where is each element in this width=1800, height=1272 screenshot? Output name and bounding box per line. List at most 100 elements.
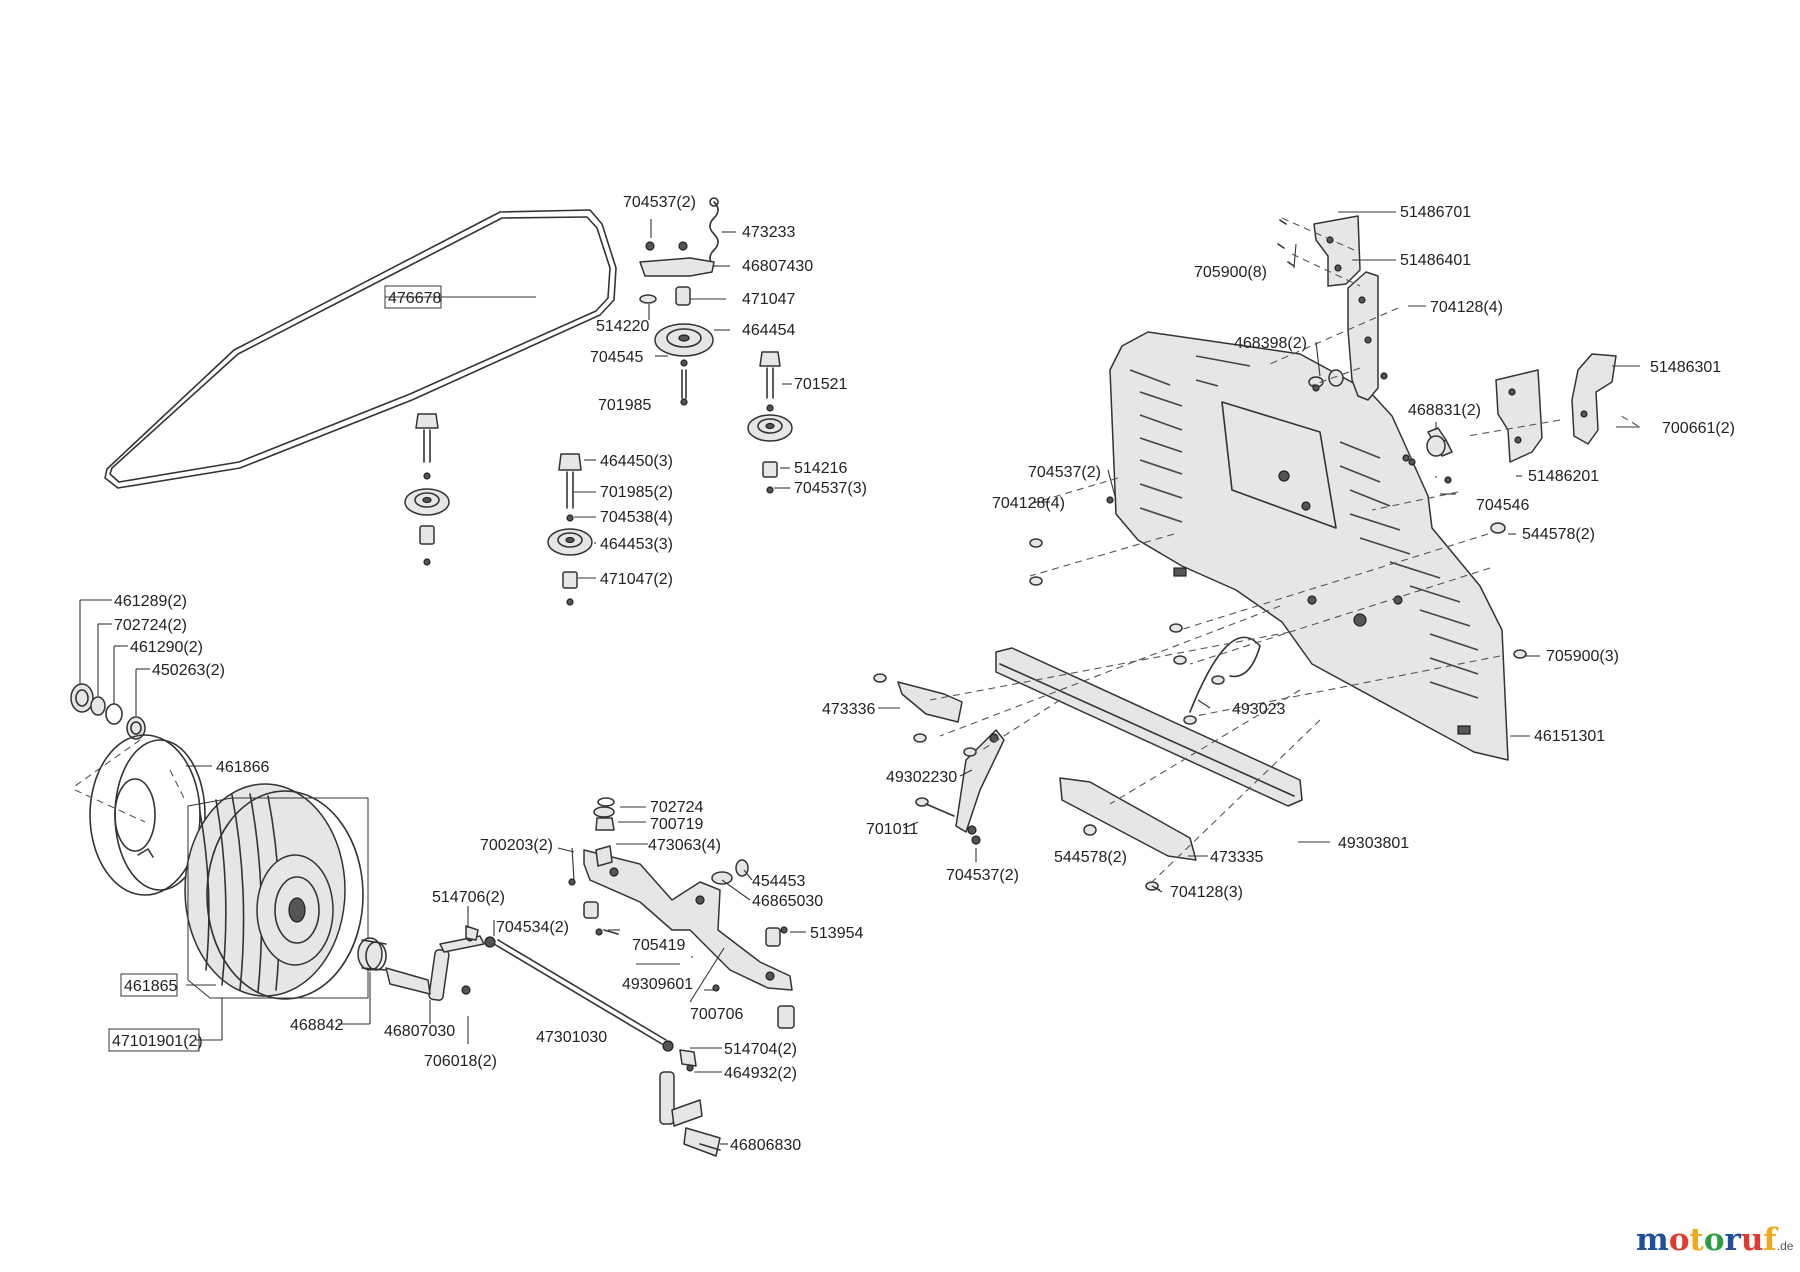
part-labels: 476678 704537(2) 473233 46807430 471047 … [108,194,1735,1154]
seat-bracket-top [1277,215,1388,401]
label-461866: 461866 [216,759,269,776]
label-705419: 705419 [632,937,685,954]
label-704537-3: 704537(3) [794,480,867,497]
watermark-letter: o [1703,1222,1725,1258]
label-468398-2: 468398(2) [1234,335,1307,352]
label-514706-2: 514706(2) [432,889,505,906]
idler-pulley-left [404,413,450,566]
label-49303801: 49303801 [1338,835,1409,852]
label-464453-3: 464453(3) [600,536,673,553]
pulley-middle [547,453,593,606]
label-704546: 704546 [1476,497,1529,514]
label-464454: 464454 [742,322,795,339]
leader-lines [79,211,1640,1145]
mount-bracket-left [873,673,963,743]
label-49309601: 49309601 [622,976,693,993]
label-473335: 473335 [1210,849,1263,866]
label-47101901-2: 47101901(2) [112,1033,203,1050]
mount-bracket-right [1059,777,1197,891]
label-704128-4-top: 704128(4) [1430,299,1503,316]
cross-channel [995,647,1303,807]
wheel-assembly [184,783,369,1000]
label-471047: 471047 [742,291,795,308]
label-454453: 454453 [752,873,805,890]
watermark-letter: f [1763,1222,1777,1258]
label-box-47101901-2 [108,1028,200,1052]
label-701985-2: 701985(2) [600,484,673,501]
label-464932-2: 464932(2) [724,1065,797,1082]
watermark-letter: r [1724,1222,1741,1258]
cable-loop [1189,636,1261,713]
support-link [915,729,1005,845]
label-46807430: 46807430 [742,258,813,275]
label-700203-2: 700203(2) [480,837,553,854]
label-514216: 514216 [794,460,847,477]
bearing-sleeve [357,937,387,971]
drive-belt [104,209,617,489]
label-51486401: 51486401 [1400,252,1471,269]
watermark-suffix: .de [1776,1239,1794,1253]
label-47301030: 47301030 [536,1029,607,1046]
label-493023: 493023 [1232,701,1285,718]
label-box-476678 [384,285,442,309]
label-461289-2: 461289(2) [114,593,187,610]
label-704537-2-mid: 704537(2) [1028,464,1101,481]
label-46806830: 46806830 [730,1137,801,1154]
label-701011: 701011 [866,821,918,838]
label-49302230: 49302230 [886,769,957,786]
label-51486201: 51486201 [1528,468,1599,485]
label-700661-2: 700661(2) [1662,420,1735,437]
watermark-letter: u [1740,1222,1764,1258]
label-704534-2: 704534(2) [496,919,569,936]
label-473063-4: 473063(4) [648,837,721,854]
pulley-right [747,351,793,494]
label-471047-2: 471047(2) [600,571,673,588]
label-701521: 701521 [794,376,847,393]
label-450263-2: 450263(2) [152,662,225,679]
watermark-letter: t [1689,1222,1704,1258]
hub-parts [70,683,146,740]
label-468831-2: 468831(2) [1408,402,1481,419]
label-46151301: 46151301 [1534,728,1605,745]
label-473336: 473336 [822,701,875,718]
label-51486701: 51486701 [1400,204,1471,221]
label-473233: 473233 [742,224,795,241]
label-702724-2: 702724(2) [114,617,187,634]
label-46807030: 46807030 [384,1023,455,1040]
steering-spindle-right [659,1049,721,1157]
watermark-letter: m [1636,1222,1669,1258]
label-704537-2-top: 704537(2) [623,194,696,211]
label-46865030: 46865030 [752,893,823,910]
label-513954: 513954 [810,925,863,942]
label-704128-4-left: 704128(4) [992,495,1065,512]
tie-rod [484,936,674,1052]
label-704537-2-low: 704537(2) [946,867,1019,884]
dashed-hub-lines [74,739,186,823]
label-51486301: 51486301 [1650,359,1721,376]
label-461290-2: 461290(2) [130,639,203,656]
frame-plate [1109,331,1509,761]
label-468842: 468842 [290,1017,343,1034]
label-700706: 700706 [690,1006,743,1023]
steering-spindle-left [385,925,485,1001]
label-461865: 461865 [124,978,177,995]
label-700719: 700719 [650,816,703,833]
projection-lines [929,217,1639,885]
label-544578-2-left: 544578(2) [1054,849,1127,866]
label-514220: 514220 [596,318,649,335]
label-706018-2: 706018(2) [424,1053,497,1070]
label-701985: 701985 [598,397,651,414]
tensioner-assembly [639,197,719,406]
label-702724: 702724 [650,799,703,816]
label-box-461865 [120,973,178,997]
label-705900-3: 705900(3) [1546,648,1619,665]
label-544578-2-right: 544578(2) [1522,526,1595,543]
frame-fasteners [1029,369,1527,725]
label-704128-3: 704128(3) [1170,884,1243,901]
label-704545: 704545 [590,349,643,366]
label-705900-8: 705900(8) [1194,264,1267,281]
label-514704-2: 514704(2) [724,1041,797,1058]
label-464450-3: 464450(3) [600,453,673,470]
watermark-logo: motoruf.de [1636,1222,1793,1258]
